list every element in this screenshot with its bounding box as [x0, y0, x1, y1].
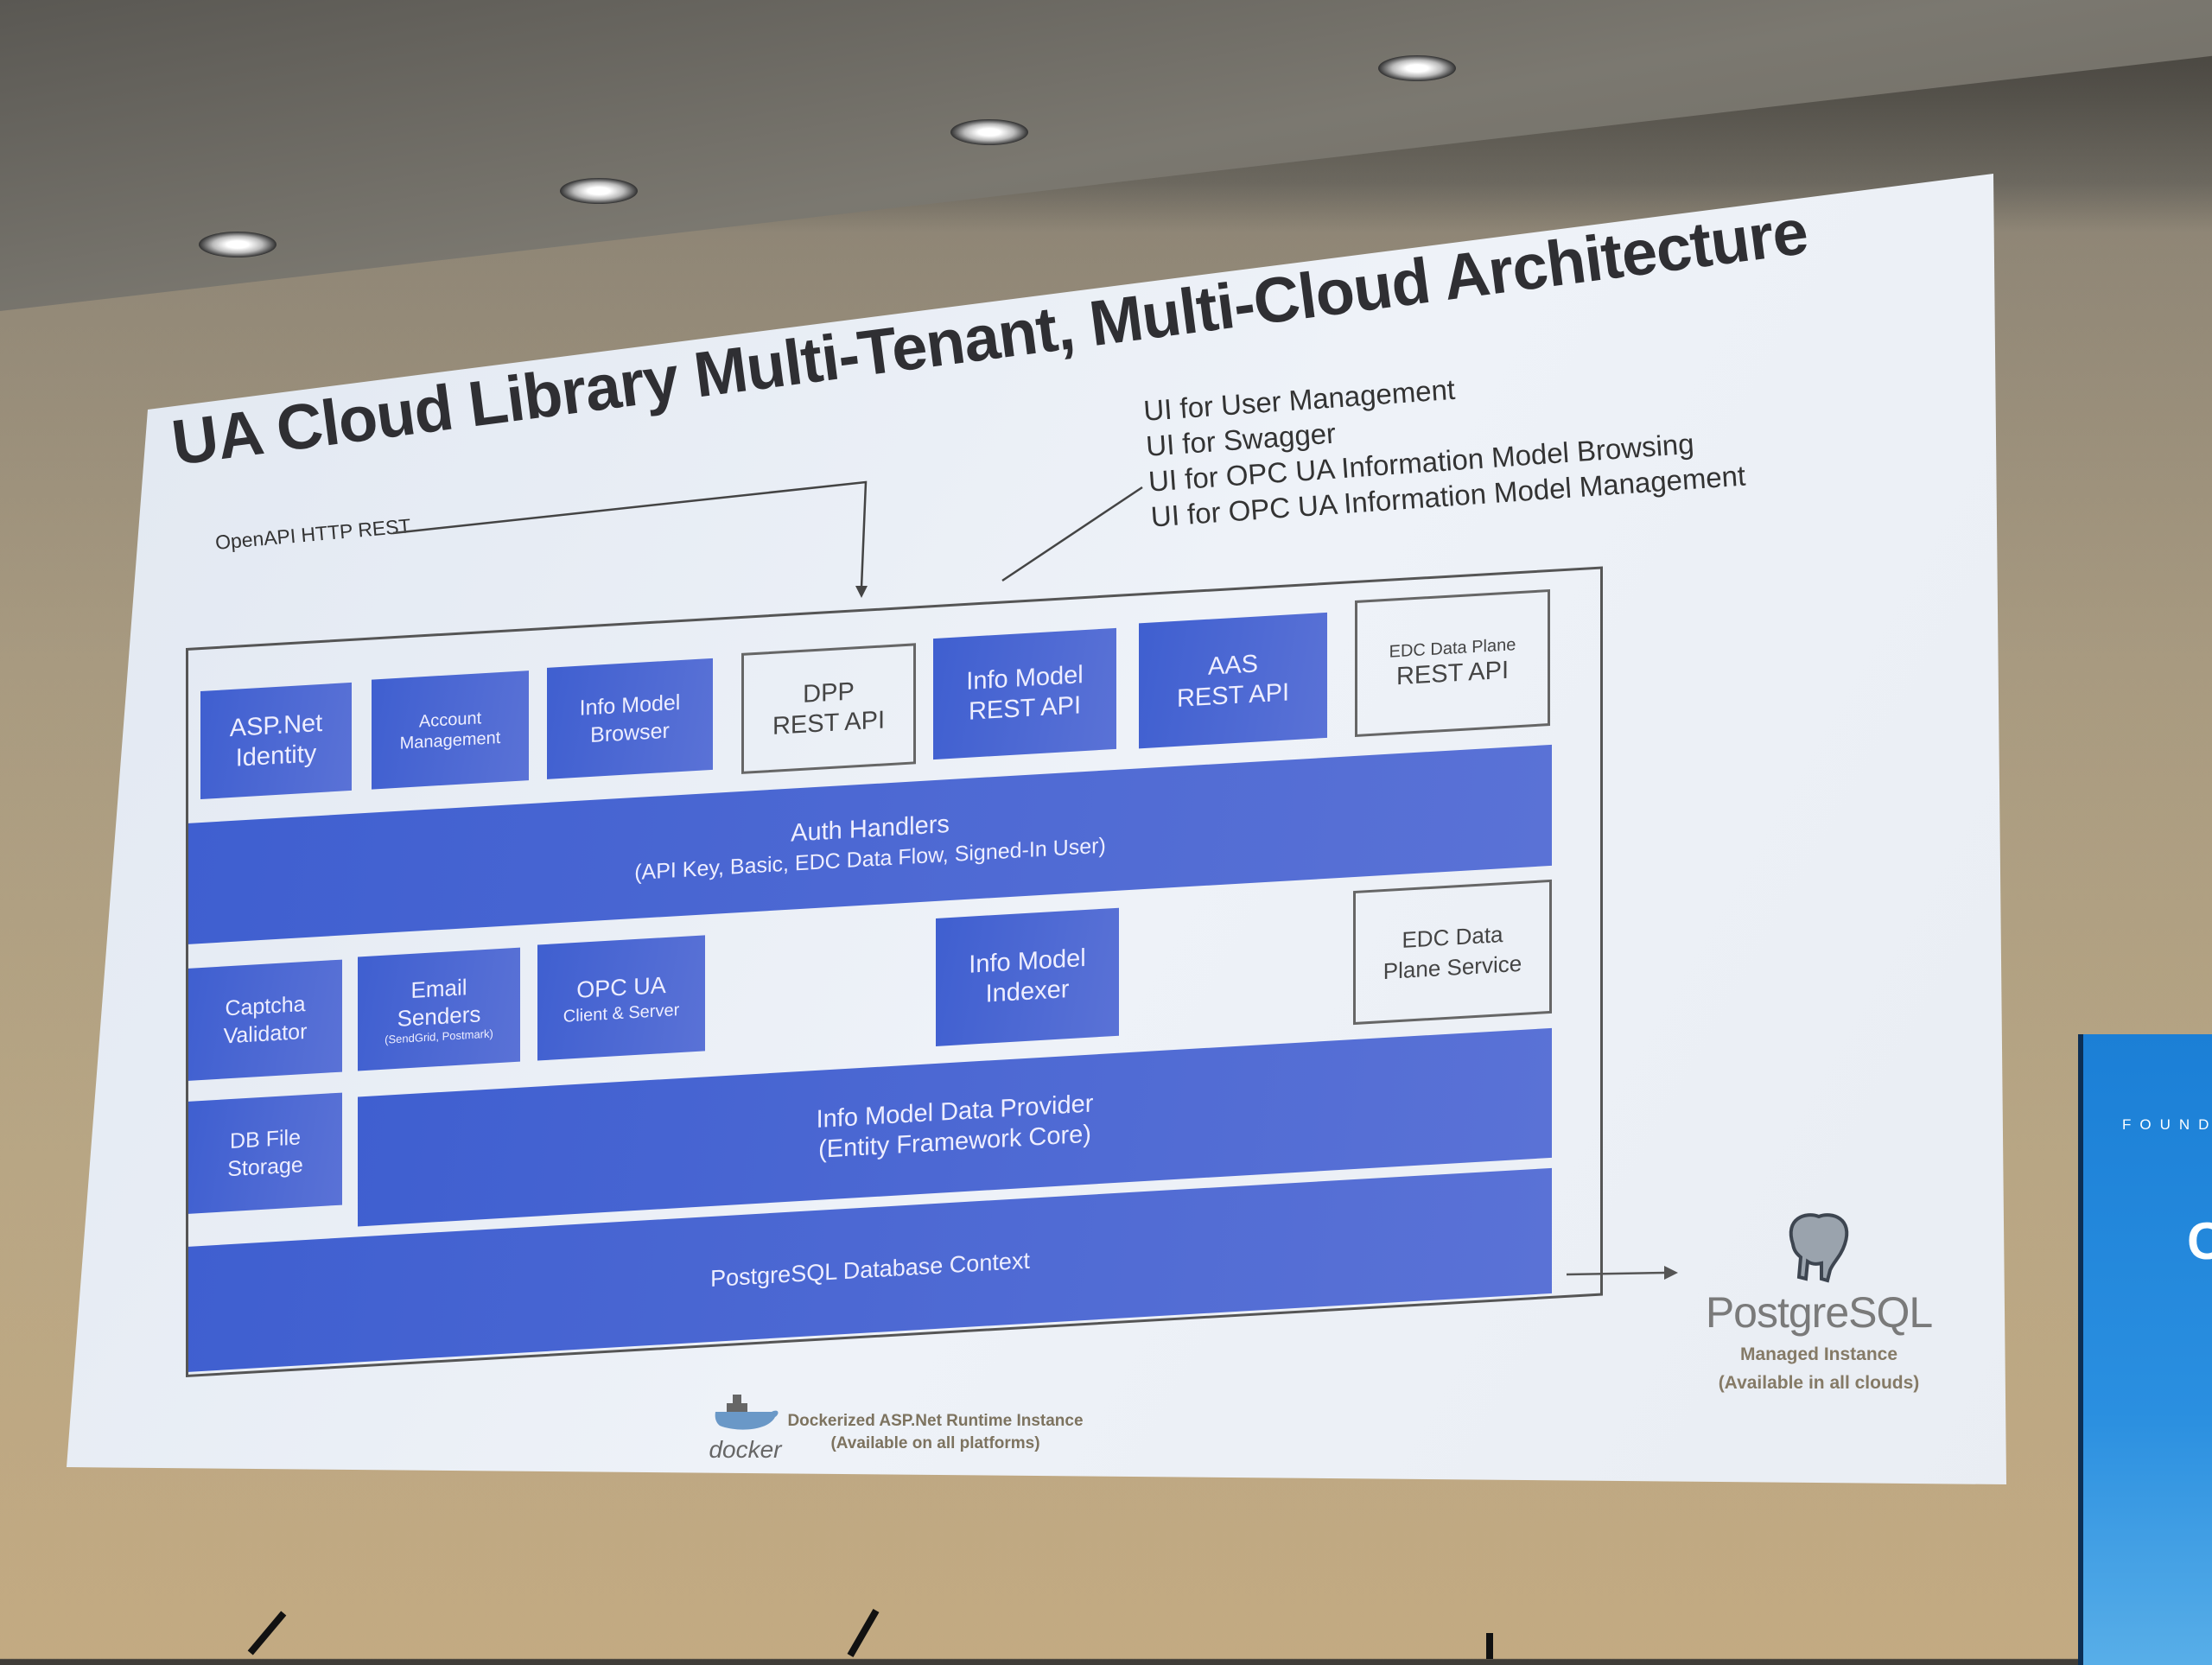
side-display-panel: FOUND C [2078, 1034, 2212, 1665]
elephant-icon [1789, 1213, 1849, 1283]
ceiling-light [199, 232, 276, 257]
ceiling-light [1378, 55, 1456, 81]
docker-caption-line: Dockerized ASP.Net Runtime Instance [787, 1412, 1084, 1430]
postgresql-name: PostgreSQL [1705, 1288, 1933, 1337]
box-label: Validator [223, 1019, 308, 1049]
box-label: REST API [1395, 656, 1510, 690]
box-label: AAS [1207, 649, 1259, 681]
postgres-caption: Managed Instance [1739, 1344, 1898, 1364]
ceiling-light [950, 119, 1028, 145]
box-label: REST API [772, 706, 886, 740]
docker-whale-icon [715, 1395, 778, 1430]
box-label: REST API [1176, 677, 1290, 713]
docker-logo: docker [704, 1393, 786, 1464]
box-label: DPP [803, 677, 855, 709]
docker-wordmark: docker [709, 1436, 782, 1463]
postgres-connector [1566, 1271, 1667, 1276]
box-label: Indexer [985, 975, 1070, 1008]
box-label: OPC UA [576, 971, 666, 1003]
docker-caption: Dockerized ASP.Net Runtime Instance (Ava… [778, 1410, 1093, 1455]
box-label: Management [399, 728, 501, 753]
arrowhead-icon [1664, 1266, 1678, 1280]
box-label: REST API [968, 691, 1082, 726]
box-label: DB File [230, 1125, 301, 1154]
postgresql-logo-block: PostgreSQL Managed Instance (Available i… [1689, 1210, 1948, 1395]
postgres-caption: (Available in all clouds) [1718, 1373, 1920, 1393]
box-label: Identity [235, 739, 317, 772]
side-panel-text: C [2187, 1211, 2212, 1271]
foundation-logo-text: FOUND [2122, 1116, 2212, 1133]
openapi-connector [392, 480, 868, 588]
box-label: Storage [227, 1153, 303, 1182]
arrowhead-icon [855, 586, 868, 598]
microphone [1486, 1633, 1493, 1659]
box-label: Email [410, 974, 467, 1003]
box-label: Browser [590, 718, 670, 747]
ceiling-light [560, 178, 638, 204]
docker-caption-line: (Available on all platforms) [830, 1434, 1040, 1452]
bar-title: PostgreSQL Database Context [710, 1247, 1030, 1292]
ui-connector [1001, 486, 1143, 582]
